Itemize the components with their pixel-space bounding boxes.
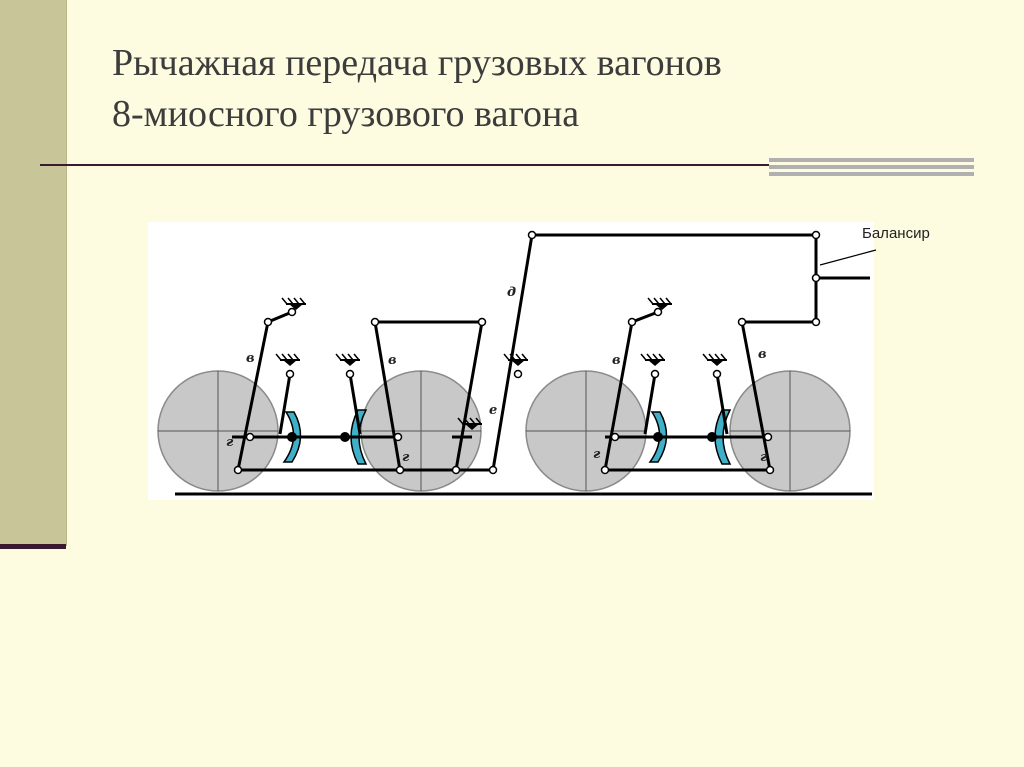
wheel-1 [157,370,279,492]
label-v-4: в [758,347,767,362]
slide-title: Рычажная передача грузовых вагонов 8-мио… [112,38,722,140]
wheel-3 [525,370,647,492]
label-v-3: в [612,353,621,368]
title-divider [40,164,972,166]
wheel-2 [360,370,482,492]
label-d: д [507,285,516,300]
label-g-4: г [760,450,768,465]
label-g-3: г [593,447,601,462]
label-e: е [489,403,497,418]
label-g-1: г [226,435,234,450]
slide-title-line-1: Рычажная передача грузовых вагонов [112,42,722,84]
decorative-side-bar [0,0,67,546]
slide-title-line-2: 8-миосного грузового вагона [112,93,580,135]
callout-label-balancer: Балансир [862,225,930,242]
hinge-pins [233,230,821,475]
label-v-1: в [246,351,255,366]
shoe-pivots [287,432,717,442]
wheel-4 [729,370,851,492]
label-v-2: в [388,353,397,368]
label-g-2: г [402,450,410,465]
title-divider-accent [769,158,974,176]
side-bar-accent-line [0,544,66,549]
callout-leader [819,249,877,266]
